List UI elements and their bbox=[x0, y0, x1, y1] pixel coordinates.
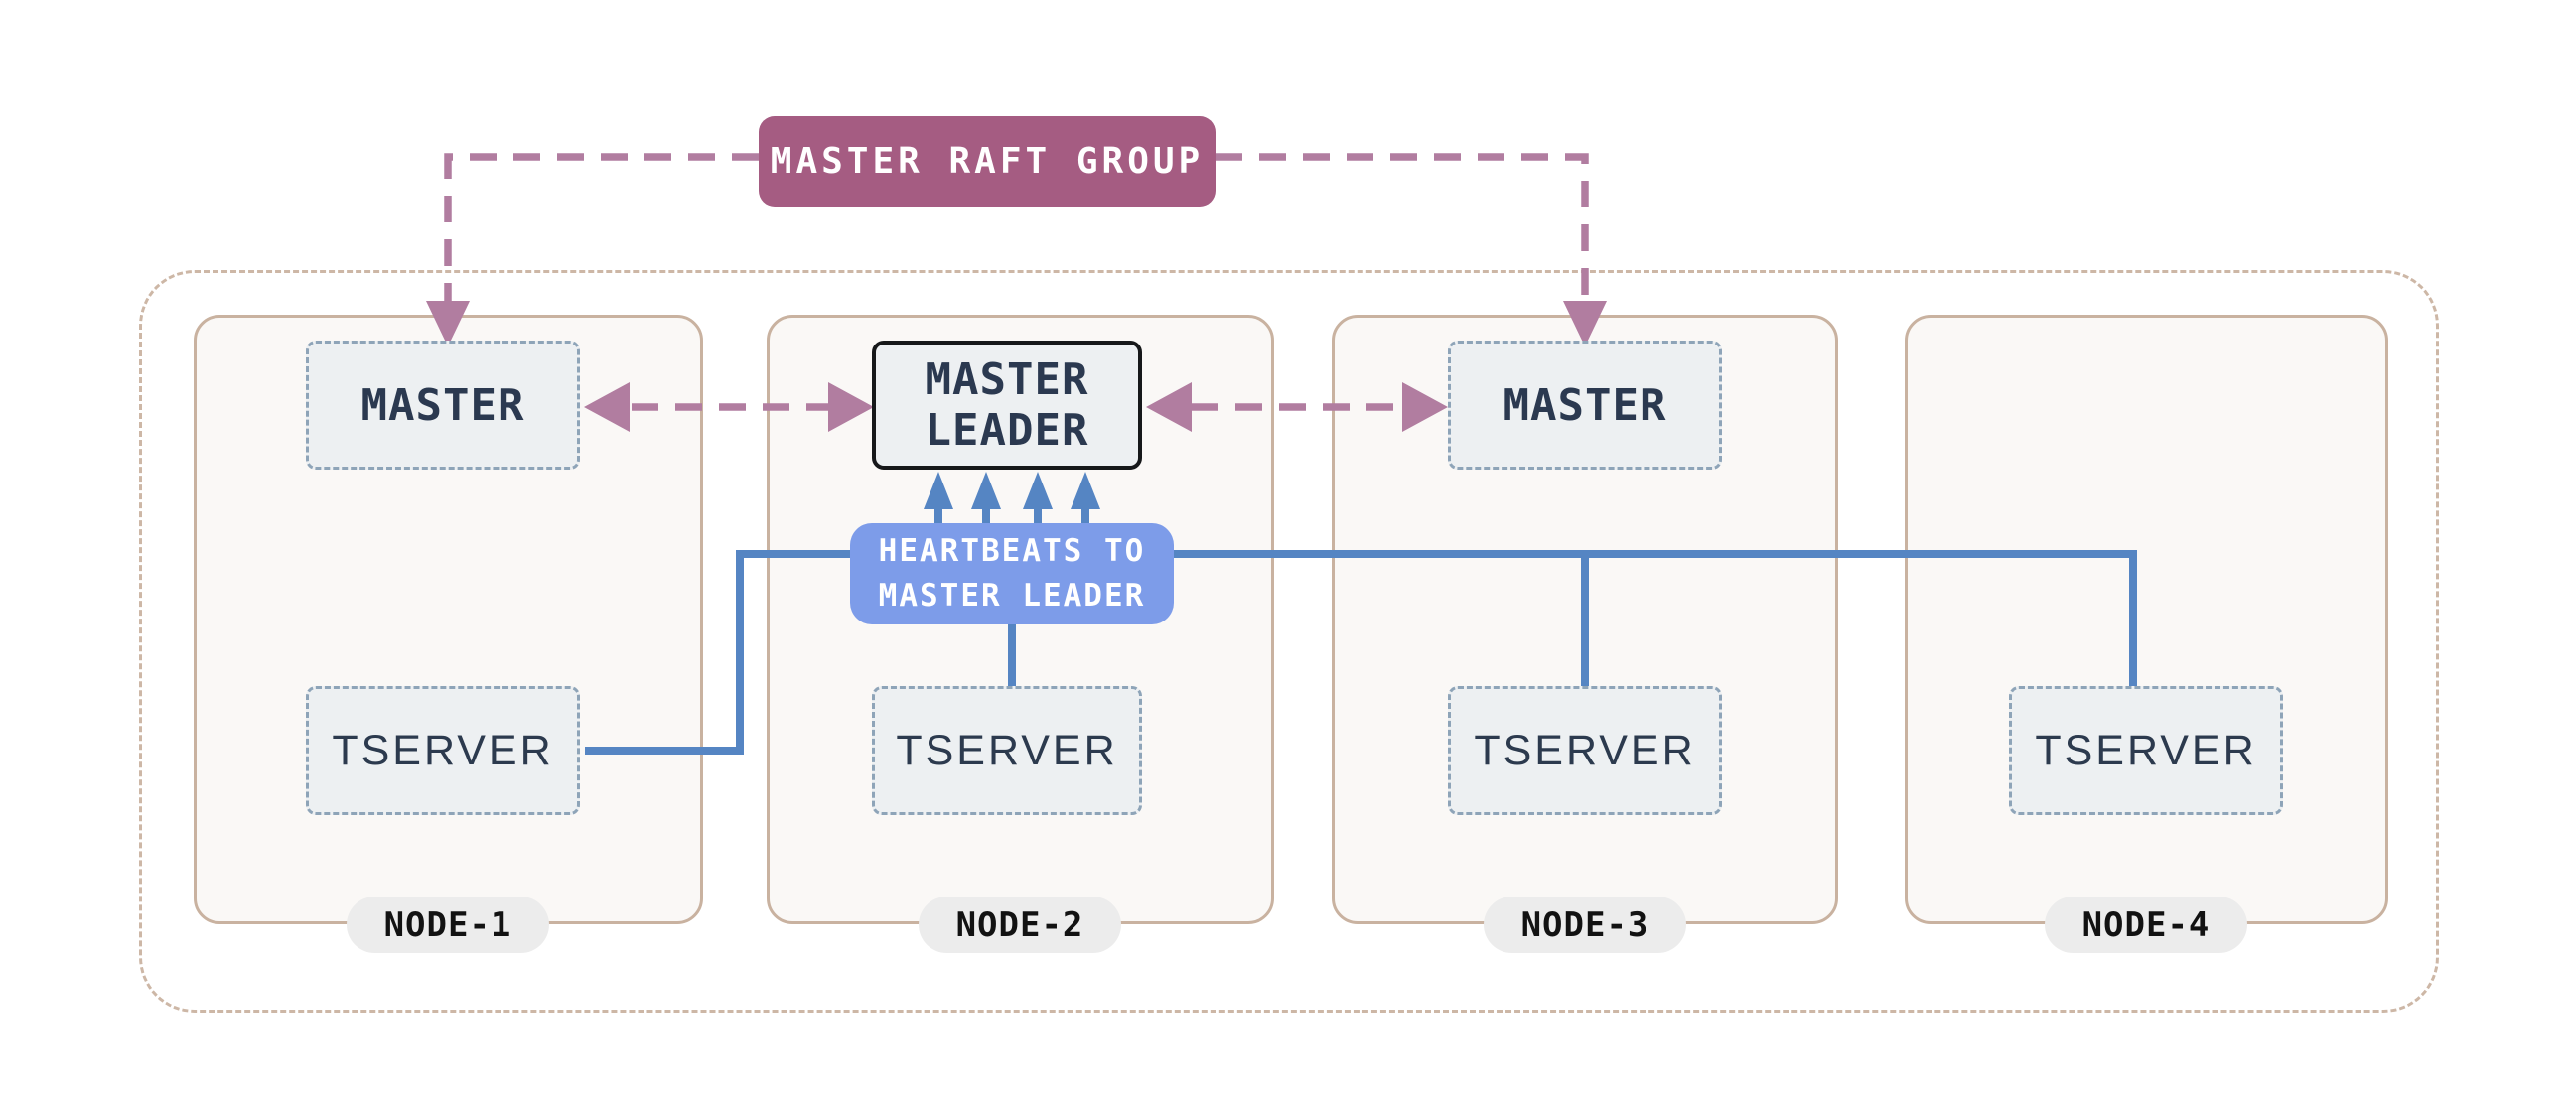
tserver-node4-label: TSERVER bbox=[2035, 726, 2257, 774]
node-3-pill: NODE-3 bbox=[1484, 897, 1686, 953]
arrowhead-down-master1-icon bbox=[426, 301, 470, 346]
tserver-node2-label: TSERVER bbox=[896, 726, 1118, 774]
arrowhead-up-3-icon bbox=[1023, 472, 1053, 509]
node-4-container bbox=[1905, 315, 2388, 924]
heartbeats-badge: HEARTBEATS TO MASTER LEADER bbox=[850, 523, 1174, 624]
tserver-node3-label: TSERVER bbox=[1474, 726, 1696, 774]
master-box-node3: MASTER bbox=[1448, 341, 1722, 470]
node-4-pill-label: NODE-4 bbox=[2081, 904, 2211, 945]
heartbeats-line2: MASTER LEADER bbox=[878, 578, 1146, 614]
raft-link-left bbox=[444, 153, 759, 303]
node-1-pill: NODE-1 bbox=[347, 897, 549, 953]
master-box-node1: MASTER bbox=[306, 341, 580, 470]
master-raft-group-label: MASTER RAFT GROUP bbox=[770, 141, 1205, 182]
heartbeat-wire-tserver1 bbox=[585, 550, 852, 755]
master-leader-box: MASTER LEADER bbox=[872, 341, 1142, 470]
tserver-box-node3: TSERVER bbox=[1448, 686, 1722, 815]
node-2-pill-label: NODE-2 bbox=[955, 904, 1084, 945]
tserver-box-node1: TSERVER bbox=[306, 686, 580, 815]
arrowhead-left-master1-icon bbox=[584, 382, 630, 432]
heartbeat-wire-right-trunk bbox=[1172, 550, 2137, 686]
arrowhead-left-leader-icon bbox=[1146, 382, 1192, 432]
arrowhead-right-master3-icon bbox=[1402, 382, 1448, 432]
arrowhead-up-4-icon bbox=[1071, 472, 1100, 509]
master-node3-label: MASTER bbox=[1503, 379, 1667, 431]
tserver-box-node4: TSERVER bbox=[2009, 686, 2283, 815]
raft-link-right bbox=[1216, 153, 1589, 303]
node-3-pill-label: NODE-3 bbox=[1520, 904, 1649, 945]
arrowhead-up-2-icon bbox=[971, 472, 1001, 509]
master-node1-label: MASTER bbox=[360, 379, 525, 431]
arrowhead-right-leader-icon bbox=[828, 382, 874, 432]
node-4-pill: NODE-4 bbox=[2045, 897, 2247, 953]
arrowhead-up-1-icon bbox=[924, 472, 953, 509]
tserver-node1-label: TSERVER bbox=[332, 726, 554, 774]
master-leader-line2: LEADER bbox=[925, 405, 1089, 456]
tserver-box-node2: TSERVER bbox=[872, 686, 1142, 815]
arrowhead-down-master3-icon bbox=[1563, 301, 1607, 346]
node-2-pill: NODE-2 bbox=[919, 897, 1121, 953]
master-raft-group-badge: MASTER RAFT GROUP bbox=[759, 116, 1216, 207]
heartbeats-line1: HEARTBEATS TO bbox=[878, 533, 1146, 570]
node-1-pill-label: NODE-1 bbox=[383, 904, 512, 945]
cluster-container bbox=[139, 270, 2439, 1013]
master-leader-line1: MASTER bbox=[925, 353, 1089, 405]
